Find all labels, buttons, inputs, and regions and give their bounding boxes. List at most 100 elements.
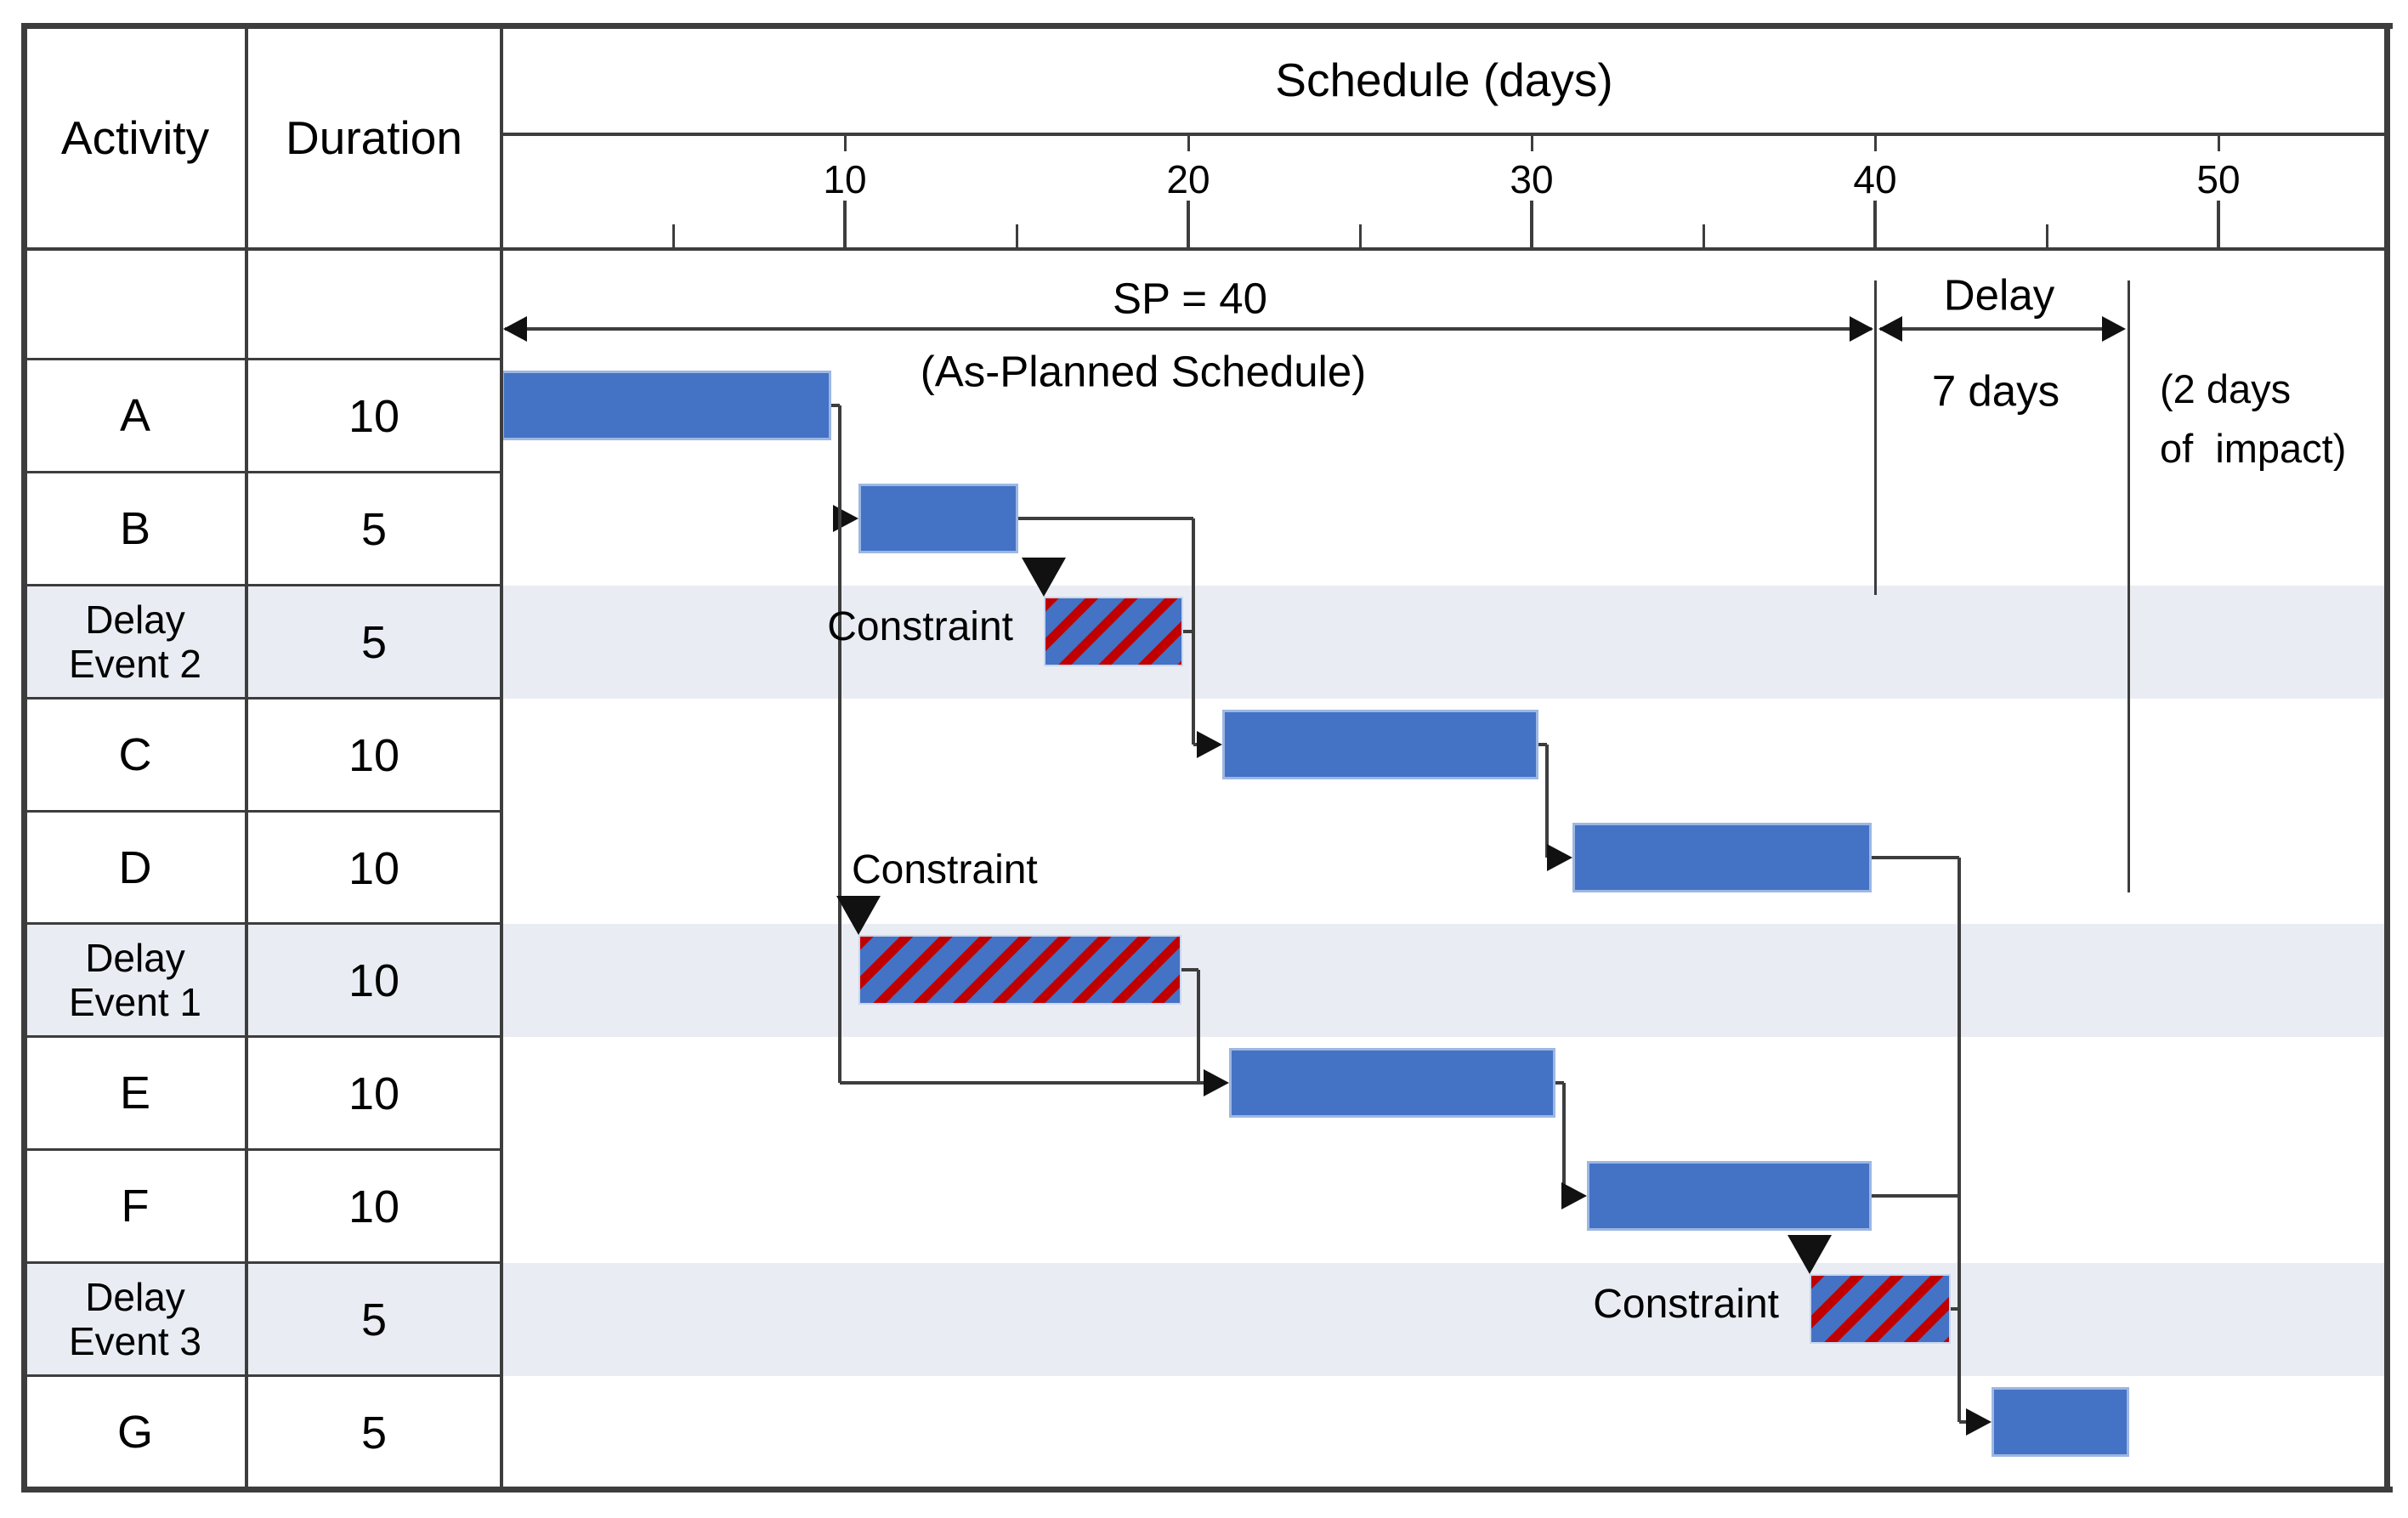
axis-tick-major-30 xyxy=(1530,201,1533,251)
gantt-bar-g xyxy=(1992,1387,2129,1457)
duration-cell-spacer xyxy=(246,246,501,360)
table-border-left xyxy=(21,23,27,1493)
axis-tick-label-30: 30 xyxy=(1510,157,1554,201)
duration-cell-de1: 10 xyxy=(348,954,400,1006)
table-border-top xyxy=(21,23,2393,29)
gantt-bar-c xyxy=(1222,710,1538,779)
sp-span-arrow xyxy=(505,327,1872,331)
row-divider xyxy=(24,810,501,813)
axis-tick-minor-15 xyxy=(1016,224,1018,251)
constraint-label: Constraint xyxy=(1593,1282,1779,1327)
row-divider xyxy=(24,471,501,473)
duration-cell-a: 10 xyxy=(348,390,400,442)
dependency-line xyxy=(840,1081,1205,1085)
axis-tick-major-50 xyxy=(2217,201,2220,251)
dependency-line xyxy=(831,404,840,407)
arrow-head-icon xyxy=(2102,316,2126,342)
constraint-label: Constraint xyxy=(827,604,1013,649)
gantt-bar-a xyxy=(501,371,831,440)
delay-span-arrow xyxy=(1880,327,2122,331)
duration-cell-d: 10 xyxy=(348,842,400,894)
dependency-line xyxy=(838,405,841,1083)
dependency-line xyxy=(1555,1081,1564,1085)
activity-cell-g: G xyxy=(116,1407,153,1459)
activity-cell-de1: Delay Event 1 xyxy=(69,935,201,1024)
row-divider xyxy=(24,1374,501,1377)
dependency-line xyxy=(1545,745,1549,858)
as-planned-annotation-label: (As-Planned Schedule) xyxy=(920,347,1367,396)
axis-tick-top-30 xyxy=(1531,136,1533,151)
axis-tick-label-40: 40 xyxy=(1853,157,1897,201)
dependency-line xyxy=(1872,856,1959,859)
axis-tick-major-20 xyxy=(1187,201,1190,251)
axis-tick-label-20: 20 xyxy=(1166,157,1210,201)
constraint-marker-icon xyxy=(1788,1235,1832,1274)
activity-cell-d: D xyxy=(118,842,152,894)
activity-cell-de2: Delay Event 2 xyxy=(69,597,201,686)
arrow-head-icon xyxy=(1197,731,1222,758)
duration-cell-de3: 5 xyxy=(360,1294,388,1345)
gantt-bar-f xyxy=(1587,1161,1872,1231)
table-border-bottom xyxy=(21,1487,2393,1493)
column-divider-duration-chart xyxy=(500,25,503,1489)
axis-tick-top-10 xyxy=(844,136,847,151)
constraint-marker-icon xyxy=(1022,558,1066,597)
impact-annotation-line2: of impact) xyxy=(2160,426,2347,471)
row-divider xyxy=(24,1035,501,1038)
sp-annotation-label: SP = 40 xyxy=(1113,274,1267,323)
axis-tick-major-10 xyxy=(843,201,847,251)
impact-annotation-line1: (2 days xyxy=(2160,366,2292,411)
activity-cell-e: E xyxy=(119,1068,151,1119)
dependency-line xyxy=(1193,743,1198,746)
row-divider xyxy=(24,358,501,360)
duration-cell-f: 10 xyxy=(348,1181,400,1232)
activity-cell-b: B xyxy=(119,503,151,555)
activity-cell-c: C xyxy=(118,729,152,781)
dependency-line xyxy=(1183,630,1195,633)
delay-bar-de3 xyxy=(1810,1274,1951,1344)
activity-cell-a: A xyxy=(119,390,151,442)
dependency-line xyxy=(1018,517,1193,520)
delay-bar-de2 xyxy=(1044,597,1183,666)
delay-row-band xyxy=(27,1263,2384,1376)
row-divider xyxy=(24,1148,501,1151)
axis-tick-minor-25 xyxy=(1359,224,1362,251)
activity-cell-de3: Delay Event 3 xyxy=(69,1274,201,1363)
axis-tick-minor-35 xyxy=(1703,224,1705,251)
axis-tick-major-40 xyxy=(1873,201,1877,251)
duration-cell-c: 10 xyxy=(348,729,400,781)
axis-header-divider xyxy=(501,133,2387,136)
axis-tick-top-50 xyxy=(2218,136,2220,151)
duration-cell-de2: 5 xyxy=(360,616,388,668)
duration-cell-g: 5 xyxy=(360,1407,388,1459)
row-divider xyxy=(24,584,501,586)
activity-column-header: Activity xyxy=(60,111,210,164)
gantt-bar-b xyxy=(858,484,1018,553)
delay-annotation-label: Delay xyxy=(1943,270,2055,320)
axis-tick-label-50: 50 xyxy=(2196,157,2241,201)
dependency-line xyxy=(1872,1194,1961,1198)
gantt-bar-e xyxy=(1229,1048,1555,1118)
delay-row-band xyxy=(27,586,2384,699)
column-divider-activity-duration xyxy=(245,25,248,1489)
delay-bar-de1 xyxy=(858,935,1181,1005)
row-divider xyxy=(24,697,501,700)
arrow-head-icon xyxy=(1850,316,1873,342)
dependency-line xyxy=(1197,970,1200,1083)
delay-row-band xyxy=(27,924,2384,1037)
activity-cell-spacer xyxy=(24,246,246,360)
arrow-head-icon xyxy=(833,505,858,532)
axis-tick-minor-45 xyxy=(2046,224,2048,251)
dependency-line xyxy=(1951,1307,1961,1311)
arrow-head-icon xyxy=(1966,1408,1992,1436)
duration-column-header: Duration xyxy=(286,111,462,164)
delay-days-annotation-label: 7 days xyxy=(1931,366,2060,416)
gantt-bar-d xyxy=(1572,823,1872,892)
schedule-axis-title: Schedule (days) xyxy=(1275,54,1613,106)
activity-cell-f: F xyxy=(121,1181,150,1232)
axis-tick-label-10: 10 xyxy=(823,157,867,201)
axis-tick-minor-5 xyxy=(672,224,675,251)
axis-tick-top-40 xyxy=(1874,136,1877,151)
constraint-label: Constraint xyxy=(852,847,1038,892)
duration-cell-b: 5 xyxy=(360,503,388,555)
